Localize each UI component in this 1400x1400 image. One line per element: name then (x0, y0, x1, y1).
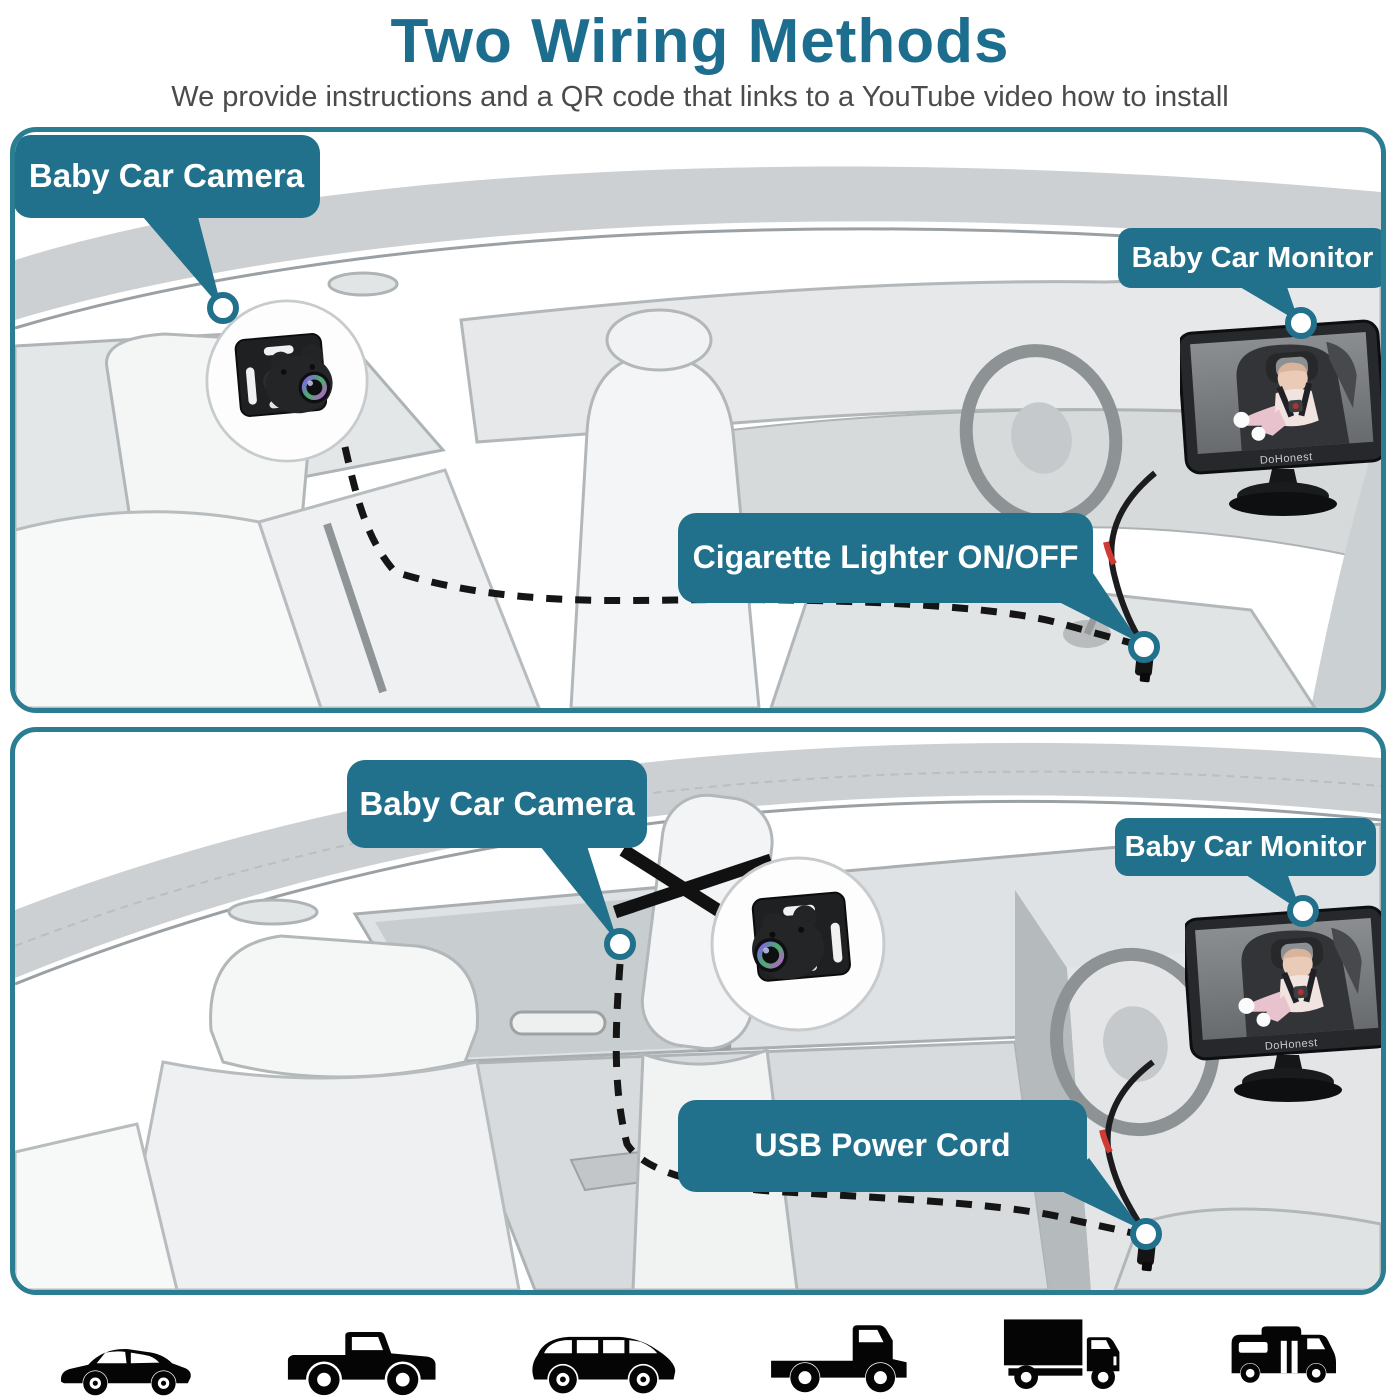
camera-mount-strap (612, 853, 774, 919)
flatbed-truck-icon (771, 1325, 907, 1393)
wiring-method-panel-usb: DoHonest Baby Car Camera Baby Car Monito… (10, 727, 1386, 1295)
camera-wire-dashed (341, 446, 1136, 648)
label-cigarette-lighter-on-off: Cigarette Lighter ON/OFF (678, 513, 1093, 603)
baby-car-monitor-photo: DoHonest (1176, 317, 1381, 522)
monitor-brand-text: DoHonest (1260, 451, 1314, 467)
label-baby-car-monitor: Baby Car Monitor (1115, 818, 1376, 876)
label-baby-car-camera: Baby Car Camera (347, 760, 647, 848)
pickup-truck-icon (287, 1332, 436, 1396)
sedan-car-icon (60, 1348, 191, 1396)
vehicle-types-row (0, 1301, 1400, 1396)
rv-camper-icon (1231, 1326, 1336, 1383)
header: Two Wiring Methods We provide instructio… (0, 0, 1400, 127)
box-truck-icon (1004, 1319, 1120, 1389)
car-interior-sketch-2 (15, 742, 1381, 1290)
label-usb-power-cord: USB Power Cord (678, 1100, 1087, 1192)
monitor-brand-text: DoHonest (1265, 1037, 1319, 1053)
baby-car-camera-photo (710, 856, 886, 1032)
baby-car-monitor-photo: DoHonest (1181, 903, 1381, 1108)
camera-product-icon (205, 299, 369, 463)
baby-car-camera-photo (205, 299, 369, 463)
minivan-icon (531, 1336, 675, 1394)
monitor-product-icon: DoHonest (1176, 319, 1381, 516)
monitor-product-icon: DoHonest (1181, 905, 1381, 1102)
page-title: Two Wiring Methods (390, 7, 1010, 76)
camera-product-icon (710, 856, 886, 1032)
label-baby-car-monitor: Baby Car Monitor (1118, 228, 1381, 288)
wiring-method-panel-cigarette-lighter: DoHonest Baby Car Camera Baby Car Monito… (10, 127, 1386, 713)
label-baby-car-camera: Baby Car Camera (15, 135, 320, 218)
page-subtitle: We provide instructions and a QR code th… (171, 81, 1229, 113)
